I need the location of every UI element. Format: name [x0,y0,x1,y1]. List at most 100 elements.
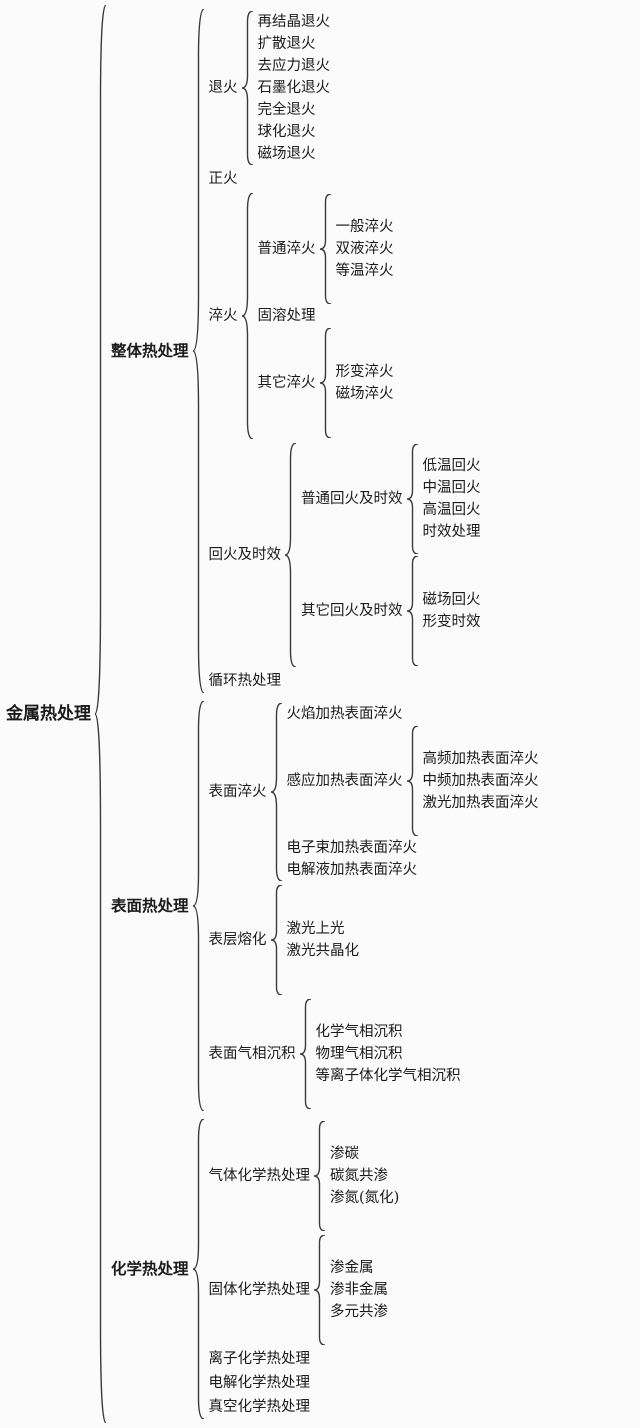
tree-node-label: 退火 [208,80,238,96]
tree-node: 一般淬火 [334,217,396,237]
tree-node-label: 气体化学热处理 [208,1168,311,1184]
brace-connector-icon [407,556,418,666]
tree-node-label: 多元共渗 [330,1304,389,1320]
tree-node-label: 整体热处理 [111,341,189,360]
children-group: 低温回火中温回火高温回火时效处理 [421,455,483,543]
tree-node-label: 形变淬火 [335,364,394,380]
tree-node: 其它回火及时效 磁场回火形变时效 [299,556,483,666]
tree-node: 等离子体化学气相沉积 [314,1066,463,1086]
children-group: 化学气相沉积物理气相沉积等离子体化学气相沉积 [314,1021,463,1087]
tree-node: 表层熔化激光上光激光共晶化 [207,885,362,995]
tree-node: 磁场退火 [256,144,318,164]
tree-node: 高频加热表面淬火 [421,749,541,769]
tree-node: 中频加热表面淬火 [421,771,541,791]
brace-connector-icon [314,1121,325,1231]
tree-node: 中温回火 [421,478,483,498]
children-group: 普通淬火一般淬火双液淬火等温淬火固溶处理其它淬火形变淬火磁场淬火 [256,193,396,439]
tree-node: 去应力退火 [256,56,333,76]
brace-connector-icon [95,5,106,1423]
tree-node: 循环热处理 [207,671,284,691]
children-group: 整体热处理退火再结晶退火扩散退火去应力退火石墨化退火完全退火球化退火磁场退火正火… [109,5,541,1423]
tree-node-label: 化学气相沉积 [315,1024,403,1040]
tree-node-label: 去应力退火 [257,58,331,74]
brace-connector-icon [407,726,418,836]
tree-node: 低温回火 [421,456,483,476]
brace-connector-icon [271,885,282,995]
tree-node: 化学热处理气体化学热处理渗碳碳氮共渗渗氮(氮化)固体化学热处理渗金属渗非金属多元… [109,1119,401,1419]
tree-node-label: 渗氮(氮化) [330,1190,400,1206]
tree-node: 火焰加热表面淬火 [285,704,405,724]
tree-node-label: 磁场回火 [422,592,481,608]
tree-node: 时效处理 [421,522,483,542]
tree-node-label: 其它回火及时效 [301,603,403,619]
tree-node: 等温淬火 [334,261,396,281]
tree-node-label: 时效处理 [422,524,481,540]
children-group: 高频加热表面淬火中频加热表面淬火激光加热表面淬火 [421,748,541,814]
tree-node-label: 回火及时效 [208,547,282,563]
tree-node: 表面淬火火焰加热表面淬火感应加热表面淬火高频加热表面淬火中频加热表面淬火激光加热… [207,703,541,881]
tree-node-label: 等离子体化学气相沉积 [315,1068,461,1084]
brace-connector-icon [193,1119,204,1419]
tree-node: 真空化学热处理 [207,1397,313,1417]
tree-node: 普通淬火一般淬火双液淬火等温淬火 [256,194,396,304]
tree-node-label: 物理气相沉积 [315,1046,403,1062]
tree-node: 形变淬火 [334,362,396,382]
tree-node-label: 激光加热表面淬火 [422,795,539,811]
children-group: 火焰加热表面淬火感应加热表面淬火 高频加热表面淬火中频加热表面淬火激光加热表面淬火… [285,703,541,881]
tree-node-label: 渗碳 [330,1146,360,1162]
tree-node: 双液淬火 [334,239,396,259]
children-group: 再结晶退火扩散退火去应力退火石墨化退火完全退火球化退火磁场退火 [256,11,333,165]
tree-node-label: 形变时效 [422,614,481,630]
tree-node-label: 淬火 [208,308,238,324]
tree-node: 再结晶退火 [256,12,333,32]
tree-node-label: 普通回火及时效 [301,491,403,507]
children-group: 退火再结晶退火扩散退火去应力退火石墨化退火完全退火球化退火磁场退火正火淬火普通淬… [207,9,483,693]
tree-node-label: 电子束加热表面淬火 [286,840,418,856]
tree-node-label: 电解化学热处理 [208,1375,311,1391]
tree-node-label: 感应加热表面淬火 [286,773,403,789]
tree-node-label: 碳氮共渗 [330,1168,389,1184]
tree-node: 碳氮共渗 [328,1166,390,1186]
tree-node: 形变时效 [421,612,483,632]
tree-node-label: 表面气相沉积 [208,1046,296,1062]
tree-node: 化学气相沉积 [314,1022,405,1042]
children-group: 普通回火及时效 低温回火中温回火高温回火时效处理其它回火及时效 磁场回火形变时效 [299,443,483,667]
children-group: 气体化学热处理渗碳碳氮共渗渗氮(氮化)固体化学热处理渗金属渗非金属多元共渗离子化… [207,1119,402,1419]
tree-node-label: 正火 [208,171,238,187]
tree-node-label: 中频加热表面淬火 [422,773,539,789]
tree-node: 激光上光 [285,919,347,939]
brace-connector-icon [285,443,296,667]
tree-node: 淬火普通淬火一般淬火双液淬火等温淬火固溶处理其它淬火形变淬火磁场淬火 [207,193,396,439]
tree-node: 固体化学热处理渗金属渗非金属多元共渗 [207,1235,391,1345]
tree-node-label: 一般淬火 [335,219,394,235]
tree-node: 高温回火 [421,500,483,520]
tree-node: 渗金属 [328,1258,376,1278]
tree-node: 激光加热表面淬火 [421,793,541,813]
tree-node-label: 固溶处理 [257,308,316,324]
brace-connector-icon [242,193,253,439]
tree-node-label: 离子化学热处理 [208,1351,311,1367]
tree-node: 磁场回火 [421,590,483,610]
tree-node-label: 等温淬火 [335,263,394,279]
children-group: 表面淬火火焰加热表面淬火感应加热表面淬火高频加热表面淬火中频加热表面淬火激光加热… [207,701,541,1111]
tree-node-label: 渗金属 [330,1260,374,1276]
tree-node-label: 电解液加热表面淬火 [286,862,418,878]
tree-node-label: 激光共晶化 [286,943,360,959]
tree-node-label: 化学热处理 [111,1259,189,1278]
tree-node: 普通回火及时效 低温回火中温回火高温回火时效处理 [299,444,483,554]
tree-node-label: 高频加热表面淬火 [422,751,539,767]
tree-node: 感应加热表面淬火 高频加热表面淬火中频加热表面淬火激光加热表面淬火 [285,726,541,836]
tree-node-label: 石墨化退火 [257,80,331,96]
tree-node: 物理气相沉积 [314,1044,405,1064]
tree-node: 表面热处理表面淬火火焰加热表面淬火感应加热表面淬火高频加热表面淬火中频加热表面淬… [109,701,541,1111]
brace-connector-icon [271,703,282,881]
children-group: 渗碳碳氮共渗渗氮(氮化) [328,1143,401,1209]
tree-node-label: 固体化学热处理 [208,1282,311,1298]
tree-node: 石墨化退火 [256,78,333,98]
tree-node: 回火及时效 普通回火及时效 低温回火中温回火高温回火时效处理其它回火及时效 磁场回火形… [207,443,483,667]
children-group: 一般淬火双液淬火等温淬火 [334,216,396,282]
tree-node: 电子束加热表面淬火 [285,838,420,858]
brace-connector-icon [320,328,331,438]
children-group: 形变淬火磁场淬火 [334,361,396,405]
